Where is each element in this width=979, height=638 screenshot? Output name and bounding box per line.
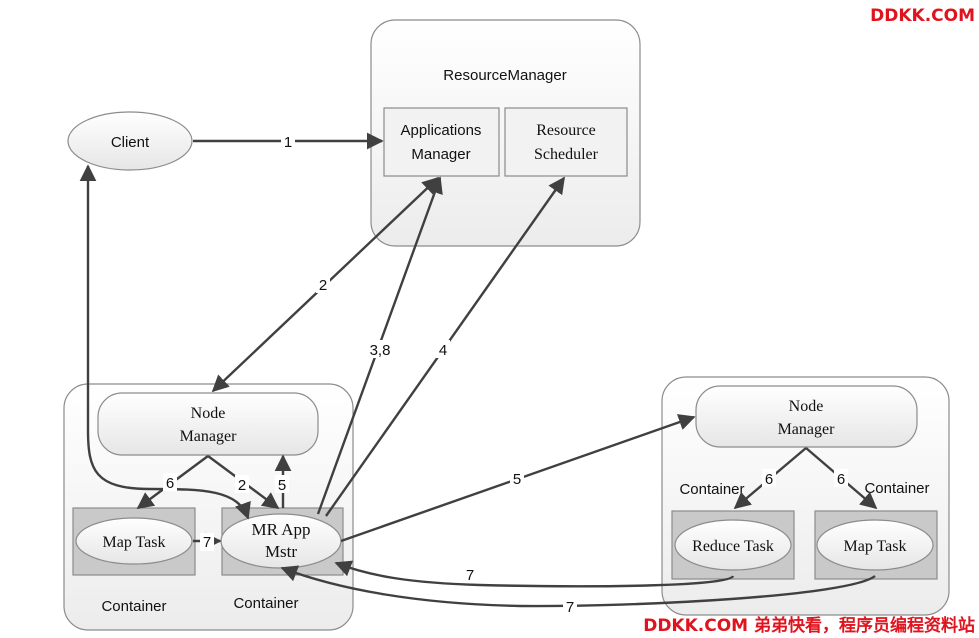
reduce-task-label: Reduce Task: [692, 538, 774, 555]
edge-7-reduce: [334, 560, 735, 588]
resource-manager-title: ResourceManager: [443, 67, 566, 84]
edge-label-2-nm: 2: [238, 477, 246, 494]
right-node-manager-label-2: Manager: [778, 421, 836, 438]
edge-label-6-reduce: 6: [765, 471, 773, 488]
left-map-task-label: Map Task: [102, 534, 165, 551]
edge-label-7-map: 7: [203, 534, 211, 551]
edge-label-6-left: 6: [166, 475, 174, 492]
edge-label-5-right: 5: [513, 471, 521, 488]
edge-7-map2: [280, 565, 876, 608]
mr-container-label: Container: [233, 595, 298, 612]
edge-label-7-map2: 7: [566, 599, 574, 616]
resource-scheduler-label-2: Scheduler: [534, 146, 599, 163]
left-node-manager-label-2: Manager: [180, 428, 238, 445]
edge-client-mr: [79, 164, 251, 520]
watermark-top: DDKK.COM: [870, 6, 975, 26]
resource-scheduler-label-1: Resource: [536, 122, 596, 139]
left-node-manager: [97, 392, 319, 456]
applications-manager-label-2: Manager: [411, 146, 470, 163]
edge-label-7-reduce: 7: [466, 567, 474, 584]
mr-app-label-1: MR App: [251, 520, 310, 539]
right-map-task-label: Map Task: [843, 538, 906, 555]
left-node-panel: Node Manager Map Task MR App Mstr Contai…: [63, 383, 354, 631]
resource-scheduler-box: Resource Scheduler: [504, 107, 628, 177]
edge-label-4: 4: [439, 342, 447, 359]
right-map-container-label: Container: [864, 480, 929, 497]
right-node-manager-label-1: Node: [789, 398, 824, 415]
mr-app-label-2: Mstr: [265, 542, 297, 561]
edge-label-3-8: 3,8: [370, 342, 391, 359]
edge-label-5-up: 5: [278, 477, 286, 494]
client-label: Client: [111, 134, 150, 151]
applications-manager-box: Applications Manager: [383, 107, 500, 177]
watermark-bottom: DDKK.COM 弟弟快看，程序员编程资料站: [643, 616, 975, 636]
edge-label-2-rm: 2: [319, 277, 327, 294]
edge-labels: 1 2 3,8 4 5 6 2 5 7 6 6 7 7: [163, 132, 848, 616]
reduce-container-label: Container: [679, 481, 744, 498]
edge-label-6-map: 6: [837, 471, 845, 488]
left-container-label: Container: [101, 598, 166, 615]
right-node-panel: Node Manager Container Container Reduce …: [661, 376, 950, 616]
client-node: Client: [67, 111, 193, 171]
applications-manager-label-1: Applications: [401, 122, 482, 139]
left-node-manager-label-1: Node: [191, 405, 226, 422]
right-node-manager: [695, 385, 918, 448]
edge-label-1: 1: [284, 134, 292, 151]
